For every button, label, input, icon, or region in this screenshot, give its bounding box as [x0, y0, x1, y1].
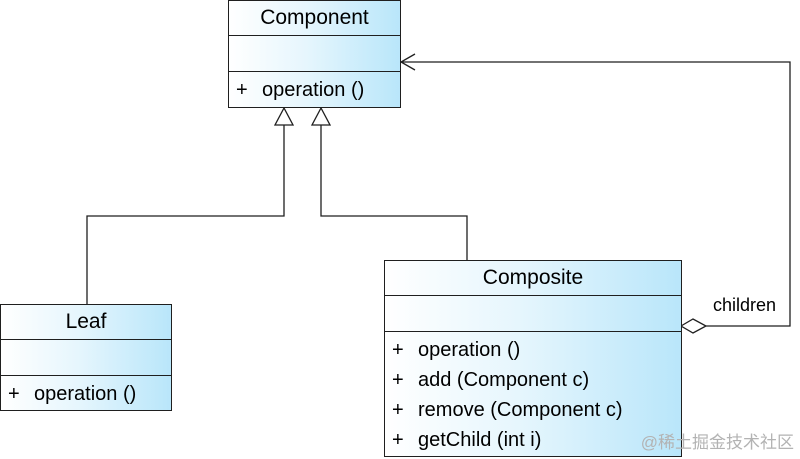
component-class-name: Component: [260, 6, 369, 29]
component-operations: + operation (): [229, 71, 400, 105]
operation-name: add (Component c): [418, 369, 590, 391]
operation-row: + getChild (int i): [392, 425, 681, 455]
operation-row: + operation (): [392, 335, 681, 365]
composite-generalization-arrowhead: [310, 106, 332, 126]
operation-name: getChild (int i): [418, 429, 542, 451]
children-association-label: children: [713, 295, 777, 315]
visibility-marker: +: [392, 339, 404, 361]
children-aggregation-diamond: [679, 318, 708, 334]
operation-row: + operation (): [8, 379, 171, 409]
visibility-marker: +: [392, 429, 404, 451]
visibility-marker: +: [236, 79, 248, 101]
composite-generalization-line: [320, 125, 468, 260]
composite-class[interactable]: Composite + operation () + add (Component …: [384, 260, 682, 457]
children-aggregation-line: [401, 61, 791, 327]
composite-attributes: [385, 295, 681, 331]
leaf-generalization-line: [86, 125, 285, 304]
operation-name: remove (Component c): [418, 399, 623, 421]
visibility-marker: +: [392, 399, 404, 421]
children-open-arrowhead: [399, 53, 416, 71]
operation-row: + remove (Component c): [392, 395, 681, 425]
composite-operations: + operation () + add (Component c) + remove…: [385, 331, 681, 455]
composite-class-name: Composite: [482, 266, 584, 289]
component-attributes: [229, 35, 400, 71]
watermark-text: @稀土掘金技术社区: [640, 433, 794, 452]
component-class[interactable]: Component + operation (): [228, 0, 401, 108]
leaf-class-name: Leaf: [65, 310, 107, 333]
visibility-marker: +: [392, 369, 404, 391]
leaf-class[interactable]: Leaf + operation (): [0, 304, 172, 411]
operation-name: operation (): [34, 383, 137, 405]
operation-name: operation (): [418, 339, 521, 361]
operation-name: operation (): [262, 79, 365, 101]
operation-row: + add (Component c): [392, 365, 681, 395]
operation-row: + operation (): [236, 75, 400, 105]
leaf-operations: + operation (): [1, 375, 171, 409]
leaf-generalization-arrowhead: [273, 106, 295, 126]
visibility-marker: +: [8, 383, 20, 405]
leaf-attributes: [1, 339, 171, 375]
